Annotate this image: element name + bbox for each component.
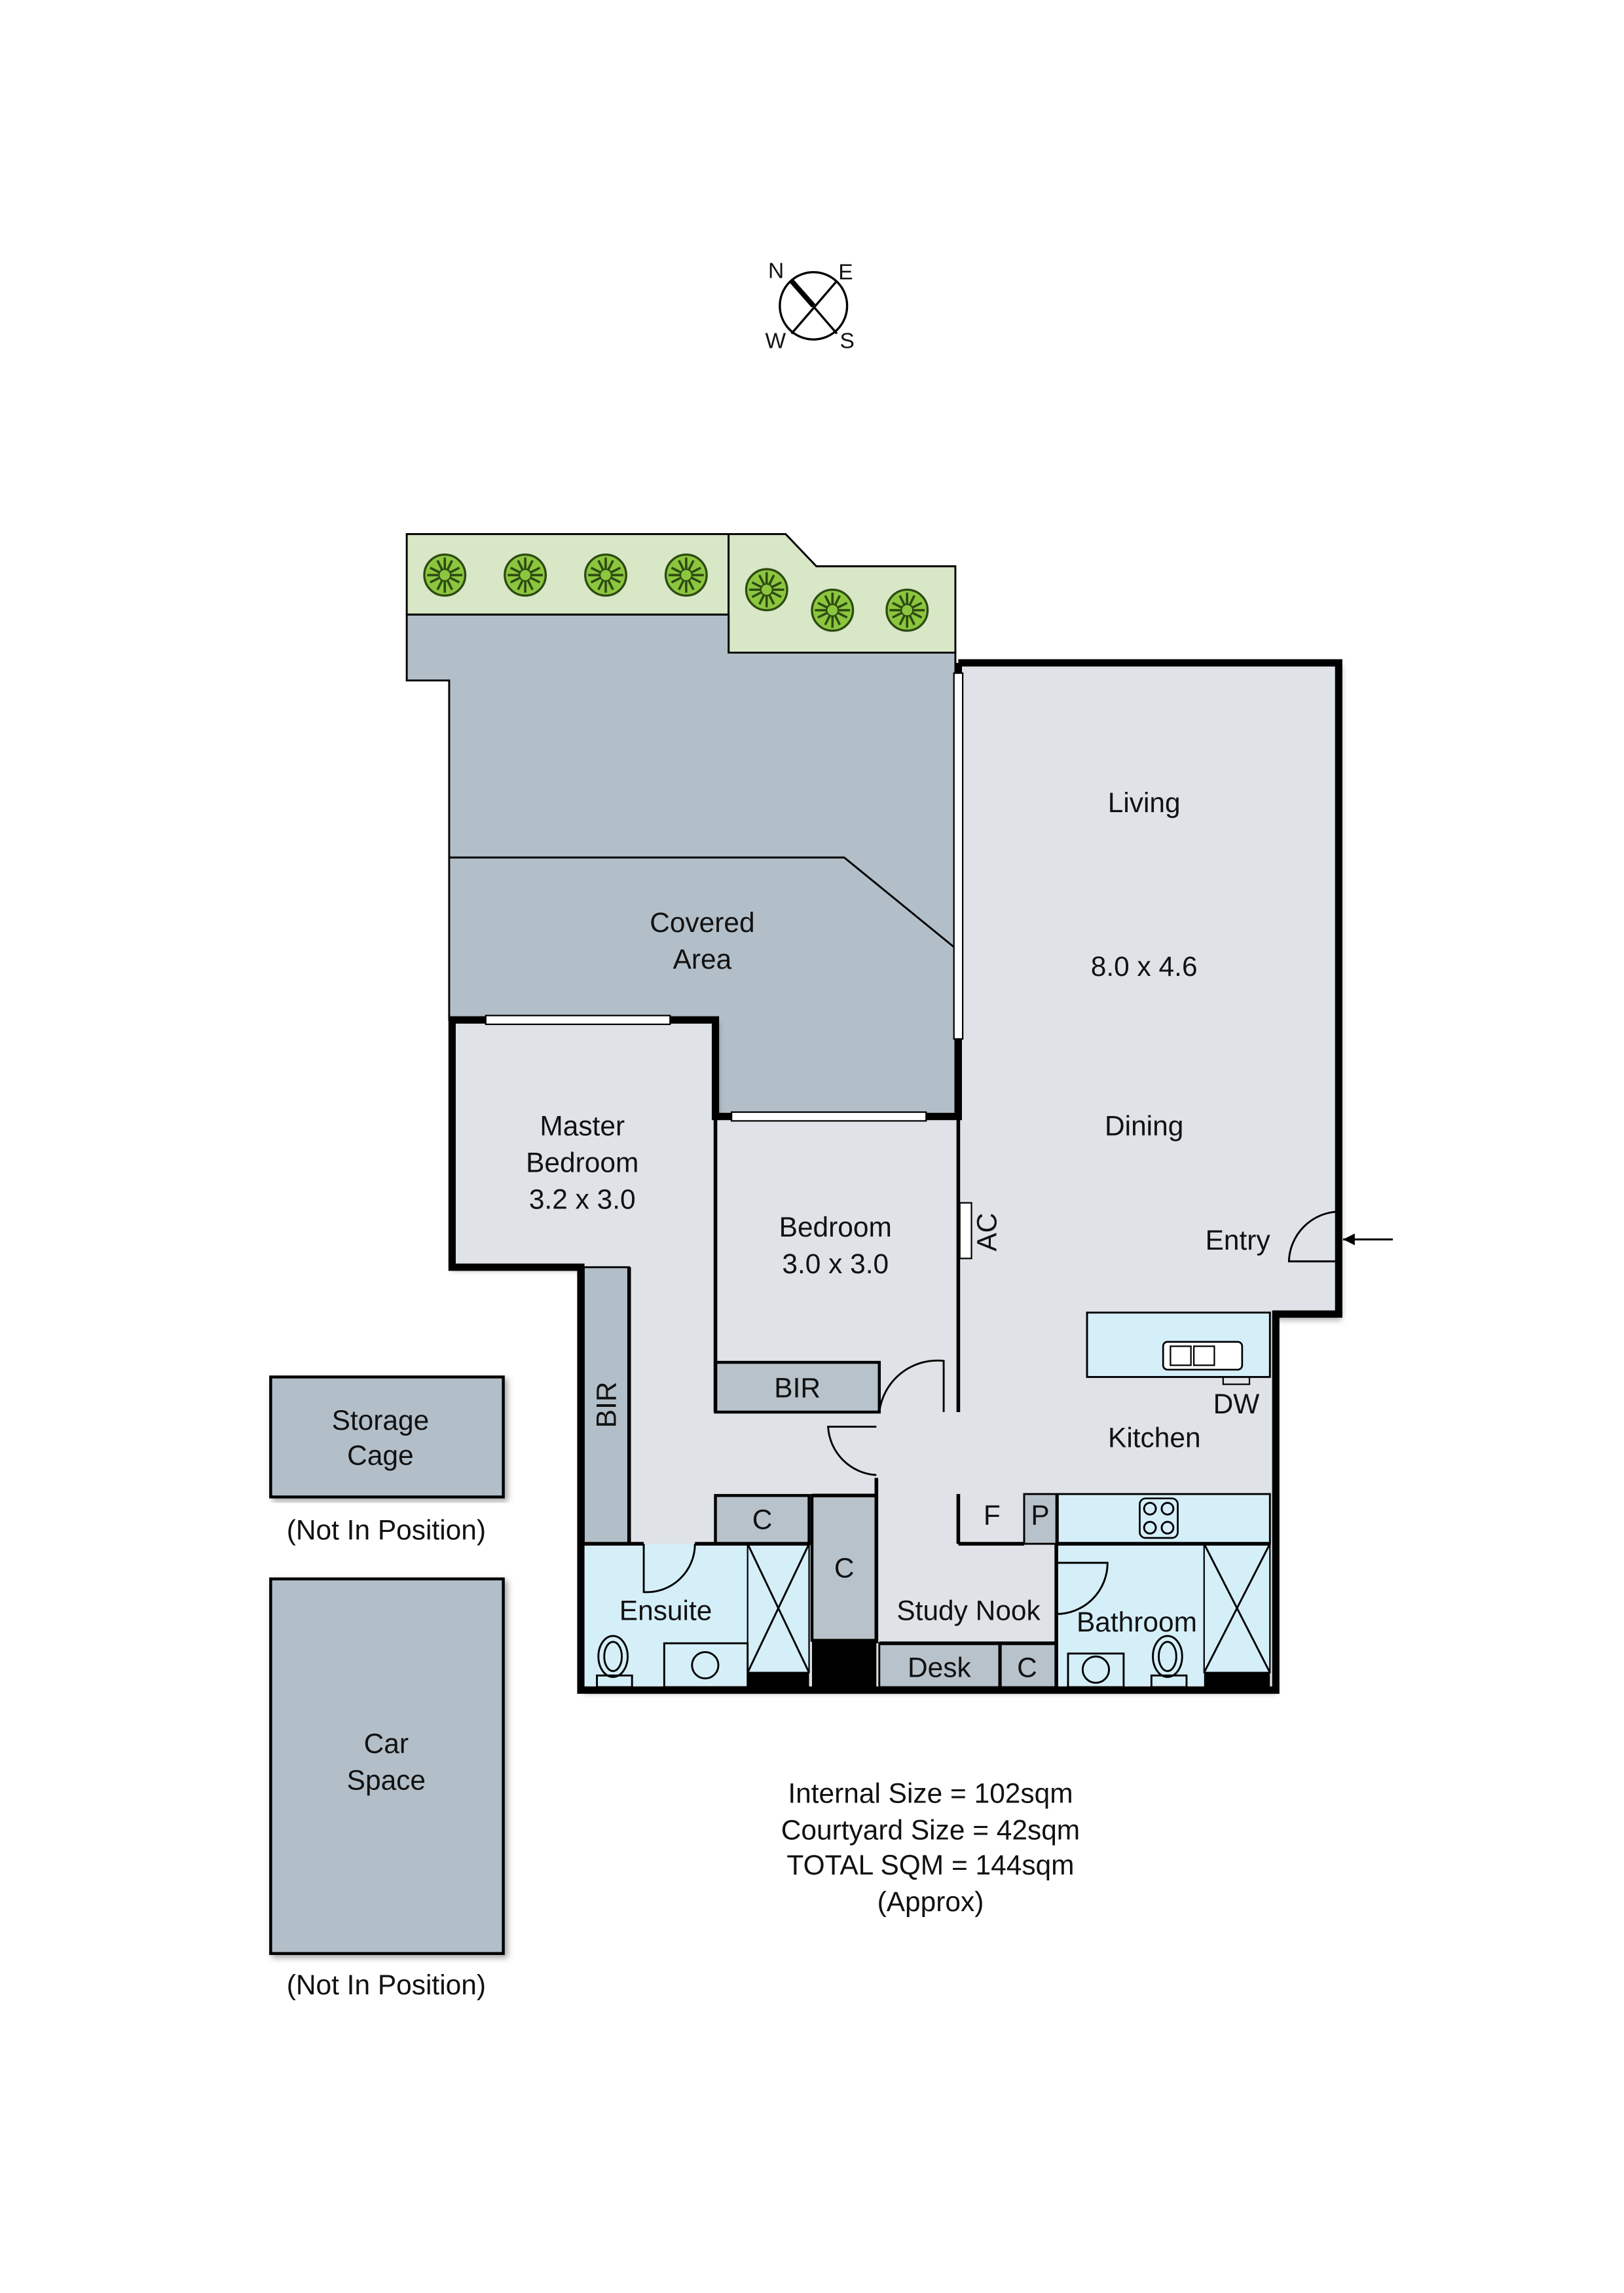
garden-beds: [405, 533, 957, 654]
study-nook-label: Study Nook: [896, 1595, 1041, 1626]
cupboard-label: C: [1017, 1652, 1037, 1683]
toilet-icon: [1152, 1635, 1183, 1678]
covered-area: Covered Area: [405, 613, 957, 1118]
cooktop-icon: [1139, 1497, 1179, 1539]
car-note: (Not In Position): [287, 1969, 486, 2000]
courtyard-size: Courtyard Size = 42sqm: [781, 1814, 1080, 1845]
cupboard-label: C: [752, 1504, 773, 1535]
master-label-1: Master: [540, 1111, 625, 1142]
car-label-2: Space: [347, 1764, 426, 1795]
compass-s: S: [840, 329, 854, 354]
living-label: Living: [1108, 787, 1181, 818]
area-summary: Internal Size = 102sqm Courtyard Size = …: [781, 1778, 1080, 1917]
walls: [448, 659, 1393, 1694]
bir-bedroom-label: BIR: [774, 1373, 821, 1404]
total-sqm: TOTAL SQM = 144sqm: [786, 1850, 1074, 1880]
covered-label-2: Area: [673, 944, 732, 975]
compass-n: N: [768, 259, 784, 283]
car-space: Car Space (Not In Position): [269, 1577, 505, 2000]
ensuite-label: Ensuite: [619, 1595, 712, 1626]
room-labels: Living 8.0 x 4.6 Dining Entry DW Kitchen…: [526, 787, 1270, 1683]
approx-note: (Approx): [877, 1886, 984, 1917]
dining-label: Dining: [1105, 1111, 1183, 1142]
storage-label-1: Storage: [332, 1405, 430, 1436]
storage-note: (Not In Position): [287, 1514, 486, 1545]
bedroom-label: Bedroom: [779, 1212, 892, 1242]
cupboard-label: C: [834, 1552, 855, 1583]
internal-size: Internal Size = 102sqm: [788, 1778, 1073, 1809]
entry-label: Entry: [1206, 1225, 1271, 1256]
bedroom-size: 3.0 x 3.0: [782, 1248, 889, 1279]
kitchen-bench: [1056, 1493, 1271, 1545]
living-size: 8.0 x 4.6: [1091, 951, 1198, 982]
fridge-label: F: [984, 1500, 1001, 1531]
compass-w: W: [766, 329, 786, 354]
dw-label: DW: [1213, 1389, 1260, 1419]
bir-master-label: BIR: [591, 1381, 622, 1428]
ac-label: AC: [972, 1213, 1003, 1252]
master-size: 3.2 x 3.0: [529, 1184, 636, 1214]
master-label-2: Bedroom: [526, 1147, 638, 1178]
car-label-1: Car: [364, 1728, 409, 1759]
ac-unit: [959, 1202, 972, 1259]
fixtures: [596, 1202, 1251, 1688]
compass-e: E: [838, 261, 853, 285]
toilet-icon: [597, 1635, 629, 1678]
apartment: [449, 663, 1339, 1690]
kitchen-label: Kitchen: [1108, 1423, 1201, 1453]
cabinets: [583, 1266, 1271, 1688]
storage-label-2: Cage: [347, 1440, 413, 1470]
storage-cage: Storage Cage (Not In Position): [269, 1375, 505, 1545]
covered-label-1: Covered: [650, 907, 754, 938]
desk-label: Desk: [908, 1652, 971, 1683]
compass-icon: N E W S: [766, 259, 855, 353]
bathroom-label: Bathroom: [1077, 1607, 1197, 1637]
sink-icon: [1162, 1341, 1244, 1371]
pantry-label: P: [1031, 1500, 1049, 1531]
